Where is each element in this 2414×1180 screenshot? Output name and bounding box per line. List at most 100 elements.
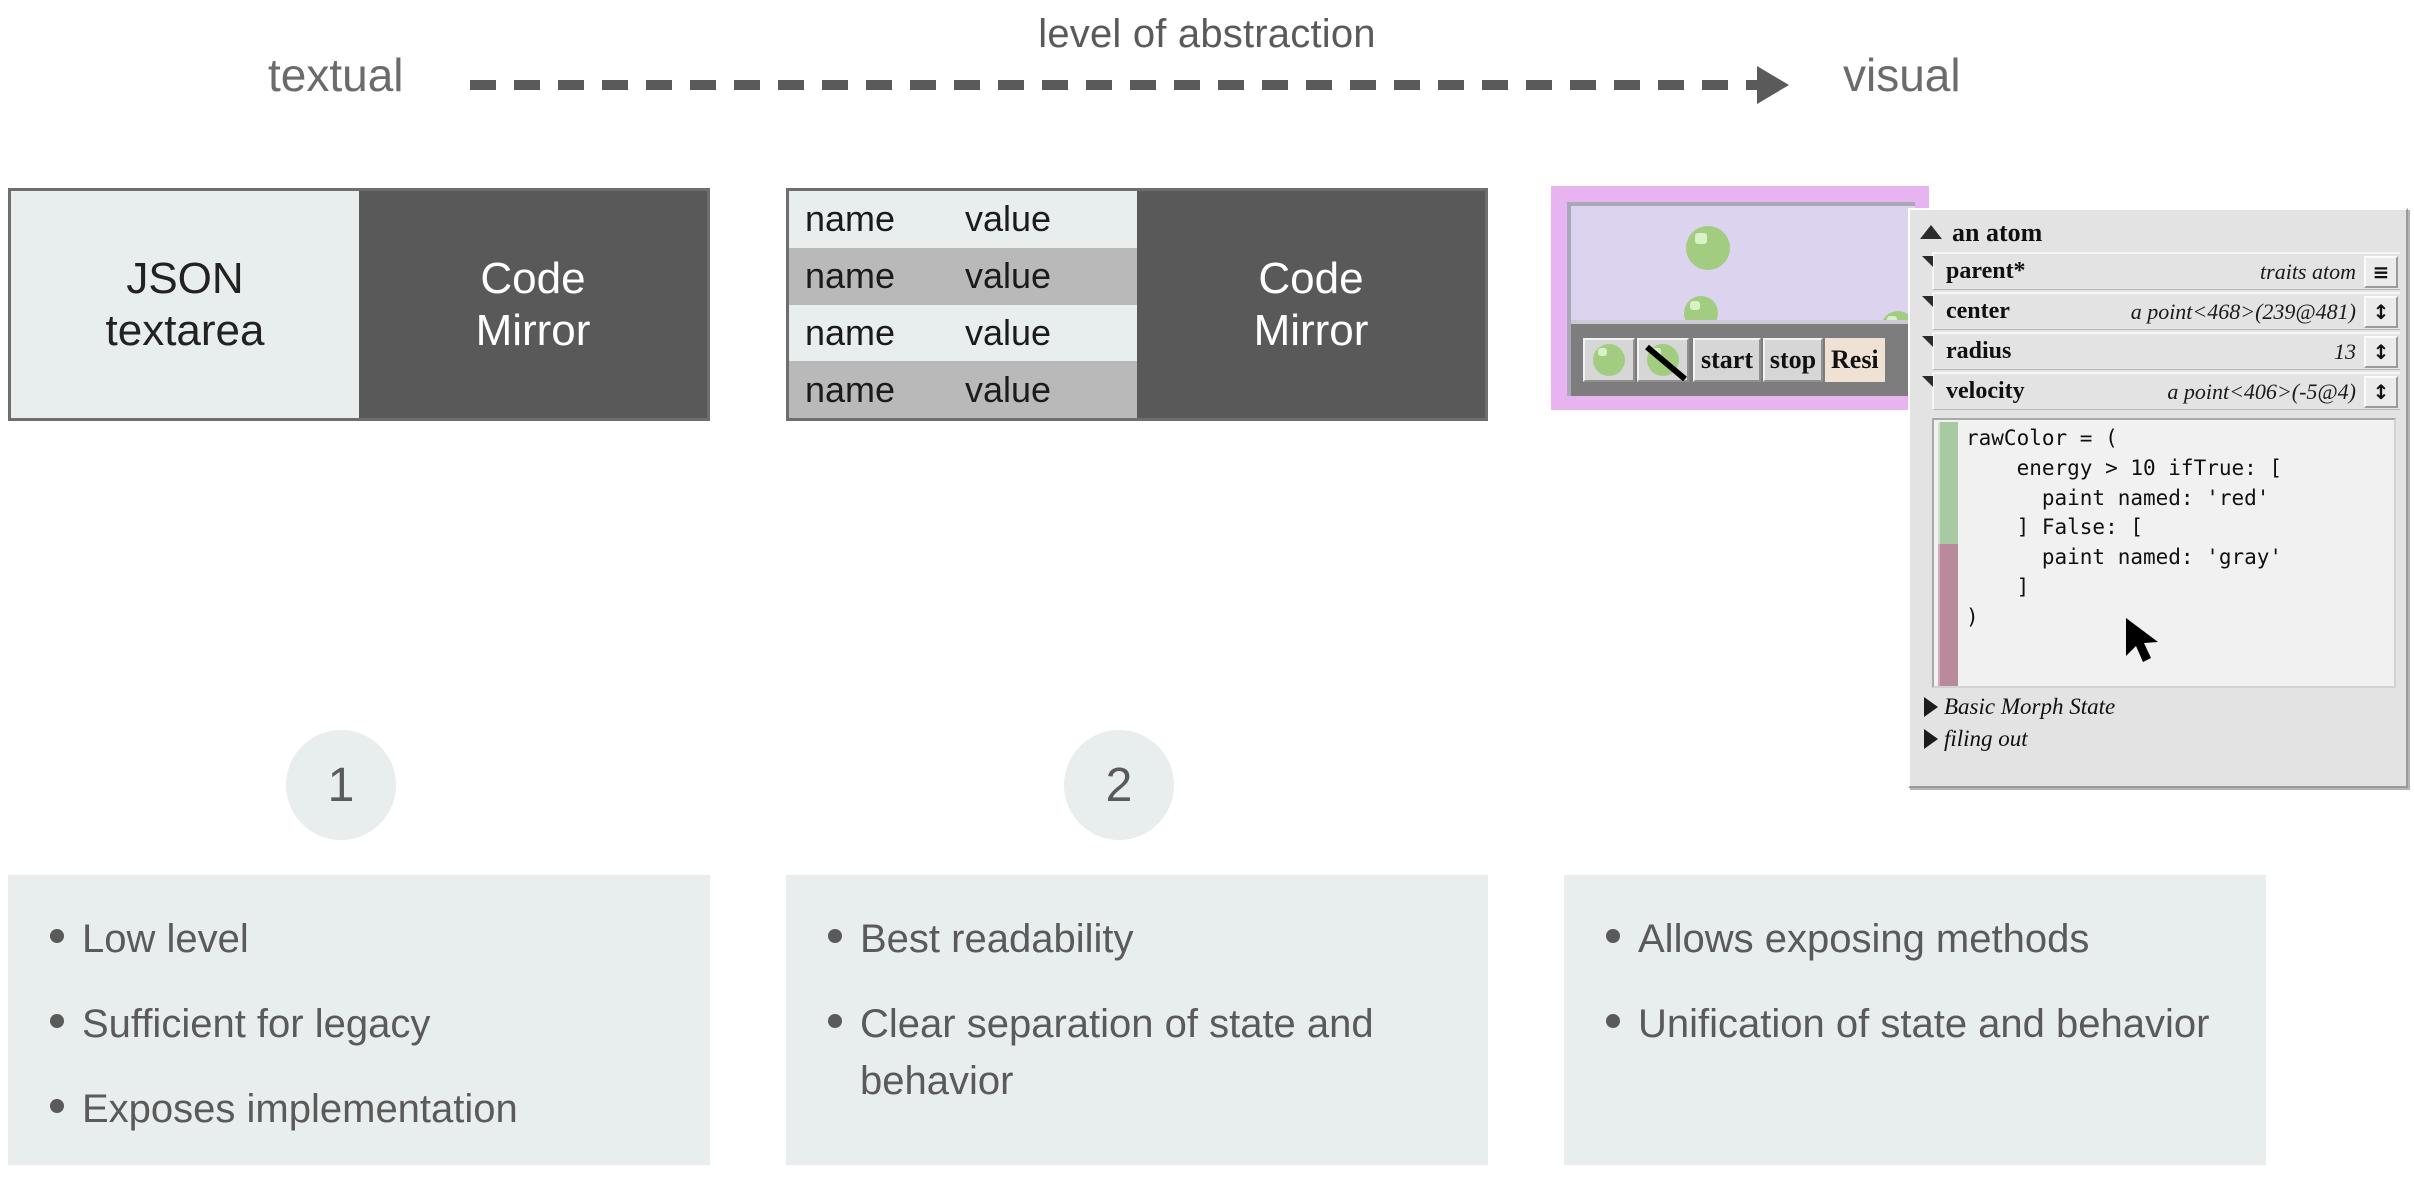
- step-number-2: 2: [1064, 730, 1174, 840]
- row-name: name: [805, 311, 896, 353]
- row-value: value: [965, 255, 1052, 297]
- atom-icon: [1593, 344, 1625, 376]
- row-key: velocity: [1946, 378, 2025, 404]
- list-item-label: Best readability: [860, 917, 1134, 961]
- list-item-label: Low level: [82, 917, 249, 961]
- bullet-box-column-1: Low level Sufficient for legacy Exposes …: [8, 875, 710, 1165]
- inspector-title-label: an atom: [1952, 218, 2043, 247]
- arrow-right-icon: [1757, 66, 1789, 104]
- list-item: Unification of state and behavior: [1606, 996, 2236, 1053]
- list-item-label: Sufficient for legacy: [82, 1001, 431, 1046]
- bullet-dot-icon: [50, 1098, 64, 1113]
- bullet-dot-icon: [1606, 929, 1620, 943]
- morphic-canvas[interactable]: start stop Resi: [1567, 202, 1915, 396]
- list-item: Low level: [50, 911, 680, 968]
- row-value: 13: [2334, 338, 2356, 364]
- table-row[interactable]: name value: [789, 361, 1137, 418]
- bullet-dot-icon: [1606, 1013, 1620, 1028]
- remove-atom-button[interactable]: [1637, 338, 1689, 382]
- bullet-dot-icon: [828, 1013, 842, 1028]
- start-button[interactable]: start: [1693, 338, 1761, 382]
- slash-icon: [1645, 344, 1687, 382]
- inspector-section-basic-morph-state[interactable]: Basic Morph State: [1924, 694, 2406, 720]
- row-name: name: [805, 198, 896, 240]
- row-stepper-handle[interactable]: ↕: [2364, 375, 2398, 408]
- list-item: Best readability: [828, 911, 1458, 968]
- json-textarea-line2: textarea: [105, 305, 265, 355]
- list-item: Clear separation of state and behavior: [828, 996, 1458, 1110]
- collapse-triangle-icon[interactable]: [1920, 225, 1942, 239]
- row-menu-handle[interactable]: ≡: [2364, 255, 2398, 288]
- row-key: parent*: [1946, 258, 2026, 284]
- code-source-text: rawColor = ( energy > 10 ifTrue: [ paint…: [1966, 426, 2283, 629]
- expand-triangle-icon[interactable]: [1924, 697, 1938, 717]
- inspector-row-radius[interactable]: radius 13 ↕: [1922, 332, 2400, 370]
- atom-morph[interactable]: [1686, 226, 1730, 270]
- table-row[interactable]: name value: [789, 247, 1137, 305]
- inspector-section-filing-out[interactable]: filing out: [1924, 726, 2406, 752]
- codemirror-2-line2: Mirror: [1253, 305, 1369, 355]
- row-value: value: [965, 368, 1052, 410]
- codemirror-1-line1: Code: [480, 253, 586, 303]
- row-value: a point<468>(239@481): [2130, 298, 2356, 324]
- row-value: value: [965, 198, 1052, 240]
- row-value: a point<406>(-5@4): [2167, 378, 2356, 404]
- list-item: Exposes implementation: [50, 1081, 680, 1138]
- table-row[interactable]: name value: [789, 191, 1137, 248]
- object-inspector-window[interactable]: an atom parent* traits atom ≡ center a p…: [1908, 208, 2408, 788]
- abstraction-axis: level of abstraction textual visual: [0, 0, 2414, 120]
- list-item-label: Unification of state and behavior: [1638, 1001, 2210, 1046]
- axis-caption: level of abstraction: [1038, 12, 1376, 56]
- row-key: radius: [1946, 338, 2012, 364]
- table-row[interactable]: name value: [789, 304, 1137, 362]
- codemirror-2-line1: Code: [1258, 253, 1364, 303]
- world-toolbar: start stop Resi: [1571, 320, 1915, 396]
- axis-dashed-line: [470, 80, 1770, 90]
- row-corner-icon: [1922, 336, 1933, 358]
- panel-morphic-world: start stop Resi: [1551, 186, 1929, 410]
- gutter-revert-bar: [1938, 544, 1958, 686]
- inspector-title-bar[interactable]: an atom: [1910, 210, 2406, 252]
- bullet-dot-icon: [50, 1013, 64, 1028]
- section-label: Basic Morph State: [1944, 694, 2116, 719]
- stop-button[interactable]: stop: [1763, 338, 1823, 382]
- bullet-dot-icon: [50, 929, 64, 943]
- row-stepper-handle[interactable]: ↕: [2364, 335, 2398, 368]
- list-item-label: Clear separation of state and behavior: [860, 1001, 1374, 1103]
- code-gutter: [1938, 422, 1958, 686]
- row-corner-icon: [1922, 376, 1933, 398]
- gutter-accept-bar: [1938, 422, 1958, 545]
- bullet-box-column-2: Best readability Clear separation of sta…: [786, 875, 1488, 1165]
- name-value-table: name value name value name value name va…: [789, 191, 1137, 418]
- axis-label-visual: visual: [1843, 49, 1961, 101]
- add-atom-button[interactable]: [1583, 338, 1635, 382]
- step-number-1: 1: [286, 730, 396, 840]
- row-corner-icon: [1922, 296, 1933, 318]
- expand-triangle-icon[interactable]: [1924, 729, 1938, 749]
- panel-name-value-table-codemirror: name value name value name value name va…: [786, 188, 1488, 421]
- row-value: traits atom: [2260, 258, 2356, 284]
- list-item-label: Exposes implementation: [82, 1086, 518, 1131]
- row-value: value: [965, 311, 1052, 353]
- method-code-editor[interactable]: rawColor = ( energy > 10 ifTrue: [ paint…: [1932, 418, 2396, 688]
- codemirror-1-line2: Mirror: [475, 305, 591, 355]
- section-label: filing out: [1944, 726, 2028, 751]
- inspector-row-center[interactable]: center a point<468>(239@481) ↕: [1922, 292, 2400, 330]
- resize-button[interactable]: Resi: [1825, 338, 1885, 382]
- bullet-dot-icon: [828, 929, 842, 943]
- row-key: center: [1946, 298, 2010, 324]
- list-item: Allows exposing methods: [1606, 911, 2236, 968]
- json-textarea-line1: JSON: [126, 253, 244, 303]
- bullet-box-column-3: Allows exposing methods Unification of s…: [1564, 875, 2266, 1165]
- row-stepper-handle[interactable]: ↕: [2364, 295, 2398, 328]
- row-corner-icon: [1922, 256, 1933, 278]
- inspector-row-velocity[interactable]: velocity a point<406>(-5@4) ↕: [1922, 372, 2400, 410]
- inspector-row-parent[interactable]: parent* traits atom ≡: [1922, 252, 2400, 290]
